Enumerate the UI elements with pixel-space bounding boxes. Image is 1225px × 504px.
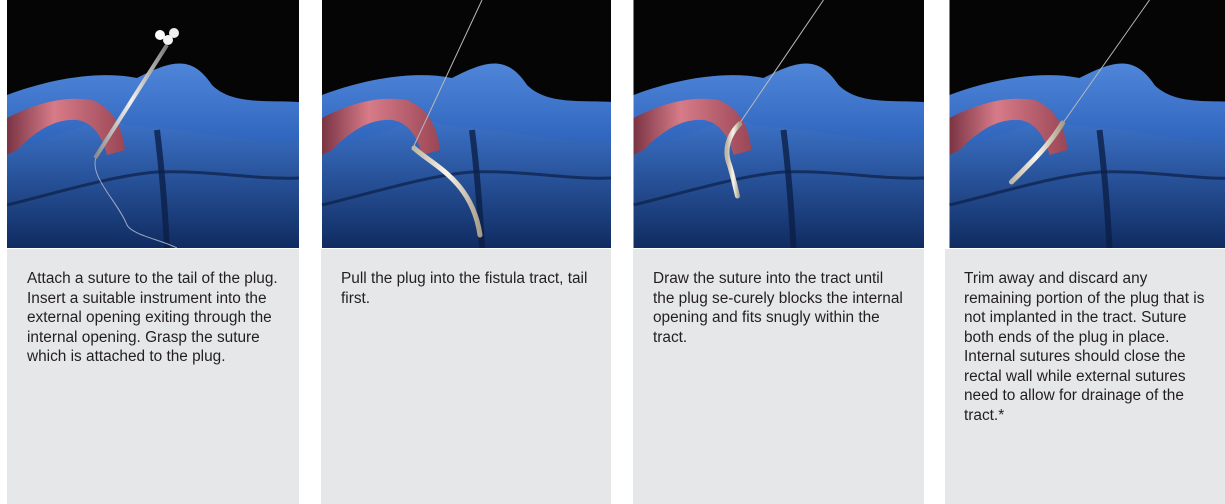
step-4-caption: Trim away and discard any remaining port…	[945, 249, 1225, 504]
step-2-panel: Pull the plug into the fistula tract, ta…	[321, 0, 611, 504]
step-2-illustration	[321, 0, 611, 248]
step-1-panel: Attach a suture to the tail of the plug.…	[7, 0, 299, 504]
step-4-anatomy-image	[945, 0, 1225, 248]
step-2-anatomy-image	[321, 0, 611, 248]
step-3-panel: Draw the suture into the tract until the…	[633, 0, 924, 504]
step-1-anatomy-image	[7, 0, 299, 248]
step-3-caption: Draw the suture into the tract until the…	[633, 249, 924, 504]
step-2-caption: Pull the plug into the fistula tract, ta…	[321, 249, 611, 504]
step-3-illustration	[633, 0, 924, 248]
step-1-caption: Attach a suture to the tail of the plug.…	[7, 249, 299, 504]
step-4-illustration	[945, 0, 1225, 248]
step-4-panel: Trim away and discard any remaining port…	[945, 0, 1225, 504]
step-3-anatomy-image	[633, 0, 924, 248]
step-2-text: Pull the plug into the fistula tract, ta…	[341, 269, 591, 308]
step-1-text: Attach a suture to the tail of the plug.…	[27, 269, 279, 367]
step-3-text: Draw the suture into the tract until the…	[653, 269, 904, 347]
step-1-illustration	[7, 0, 299, 248]
step-4-text: Trim away and discard any remaining port…	[964, 269, 1208, 425]
